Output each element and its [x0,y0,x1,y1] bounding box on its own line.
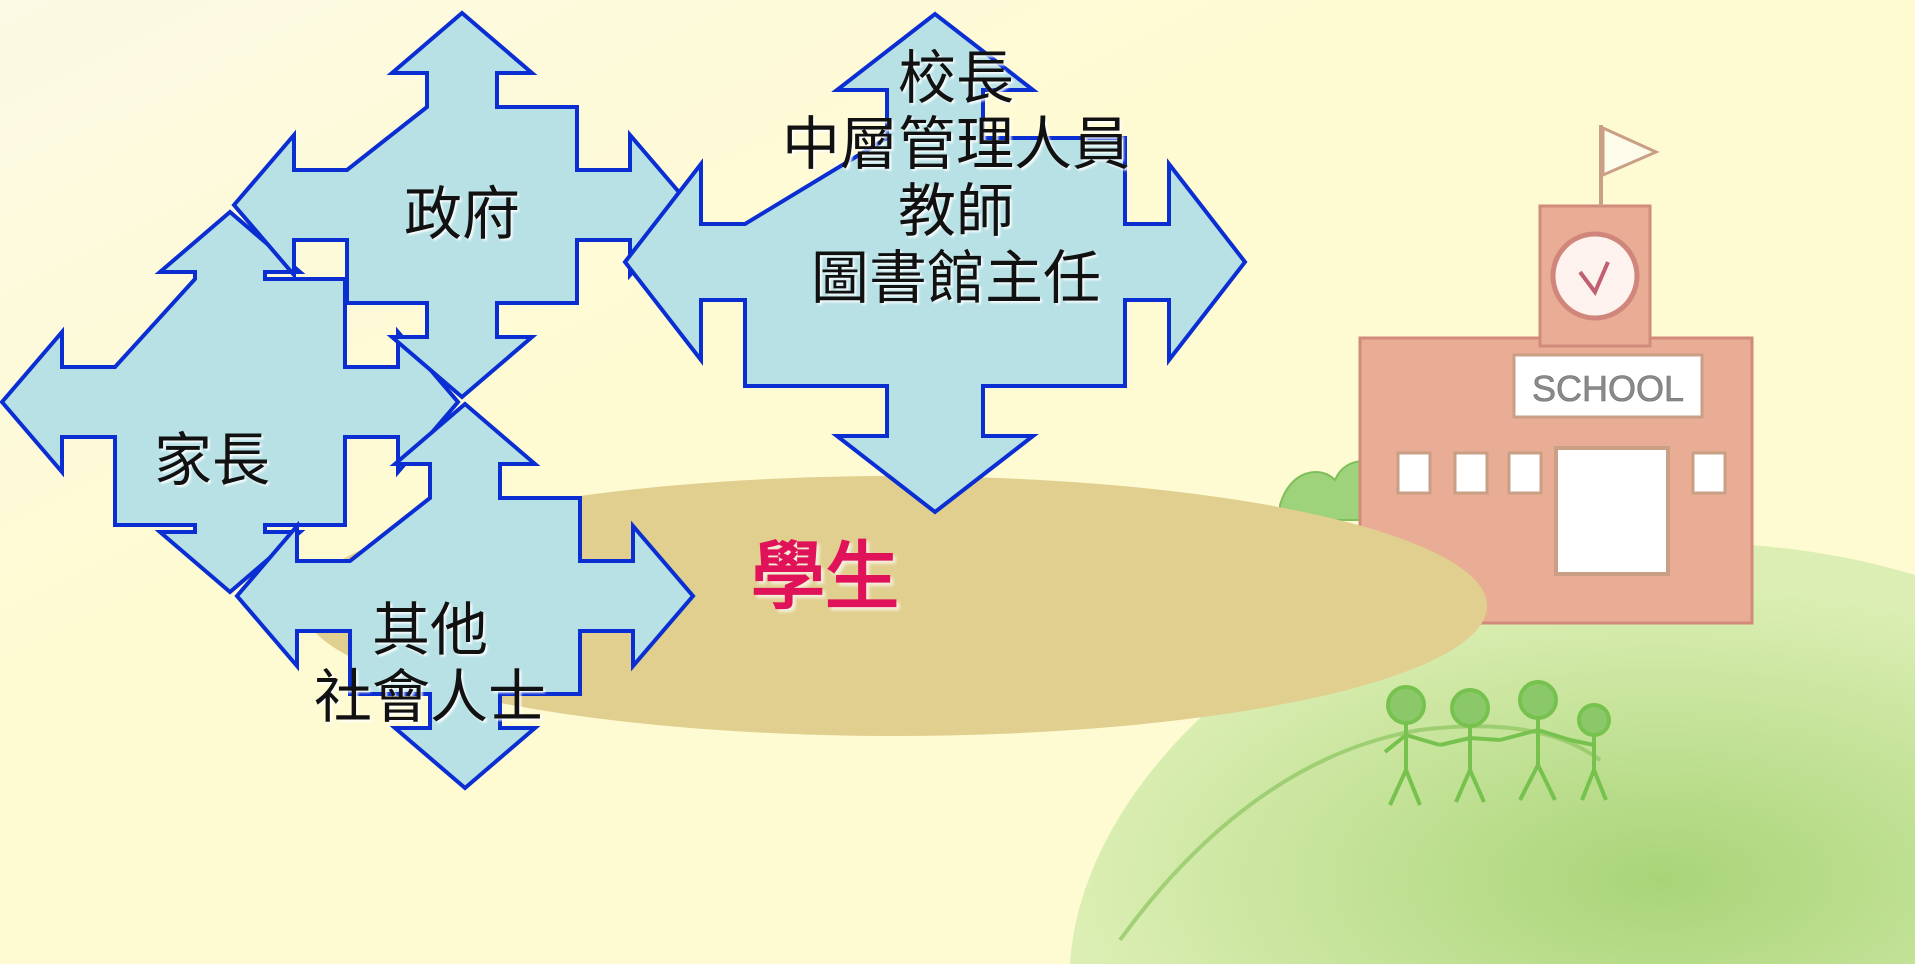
government-label: 政府 [403,179,520,248]
children-figures [1383,680,1611,806]
clock-icon [1550,231,1640,321]
school-sign-text: SCHOOL [1532,368,1684,409]
school-staff-line-2: 中層管理人員 [781,110,1130,179]
hill-ridge-line [1118,724,1602,942]
school-sign [1512,353,1704,419]
school-staff-label: 校長 中層管理人員 教師 圖書館主任 [781,43,1130,312]
school-staff-line-4: 圖書館主任 [810,243,1101,312]
others-line-2: 社會人士 [313,663,546,731]
school-windows [1396,451,1727,495]
flag-icon [1601,125,1660,178]
parents-label: 家長 [153,425,270,494]
government-arrow-cross [231,10,693,400]
school-staff-arrow-cross [622,11,1248,515]
school-door [1554,446,1670,576]
green-hill [1070,542,1915,964]
school-building [1358,125,1754,625]
parents-arrow-cross [0,209,461,595]
others-line-1: 其他 [371,596,488,665]
student-ellipse [303,476,1487,736]
others-label: 其他 社會人士 [314,597,546,730]
others-arrow-cross [234,401,696,791]
school-staff-line-3: 教師 [897,177,1014,245]
student-label: 學生 [751,533,899,620]
school-staff-line-1: 校長 [897,43,1014,112]
